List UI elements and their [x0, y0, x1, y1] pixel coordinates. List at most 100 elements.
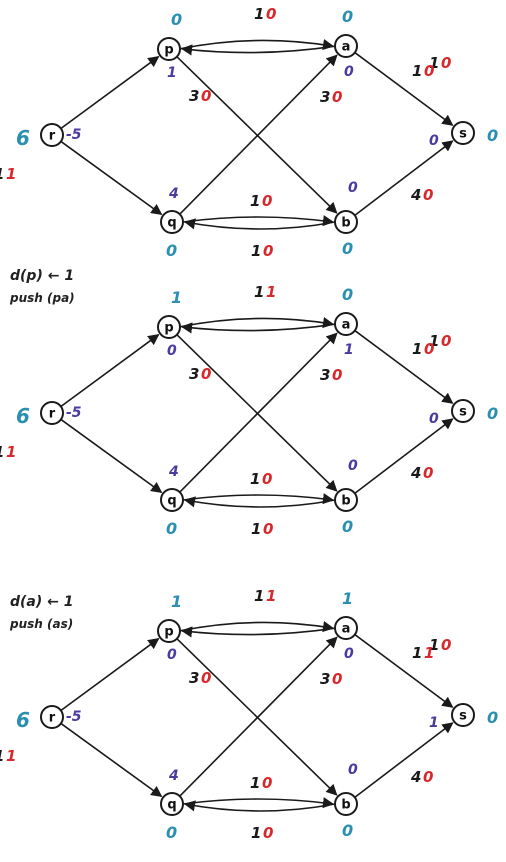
excess-b: 0 [348, 762, 358, 778]
excess-s: 0 [429, 133, 439, 149]
node-label-p: p [164, 43, 173, 58]
edge-capacity-qb: 1 [250, 774, 260, 792]
edge-pb [176, 334, 338, 492]
node-b [334, 210, 358, 234]
node-label-r: r [49, 711, 56, 726]
edge-flow-qa: 0 [332, 670, 342, 688]
edge-pa [179, 621, 335, 633]
node-label-a: a [342, 622, 351, 637]
edge-flow-bs: 0 [423, 464, 433, 482]
node-r [40, 401, 64, 425]
edge-capacity-qa: 3 [320, 670, 330, 688]
edge-as [354, 329, 454, 404]
edge-flow-bs: 0 [423, 186, 433, 204]
node-label-a: a [342, 40, 351, 55]
edge-capacity-bq: 1 [251, 824, 261, 842]
height-r: 6 [16, 126, 30, 150]
edge-rq [60, 722, 163, 798]
edge-qa [179, 636, 338, 797]
edge-flow-as: 1 [424, 644, 434, 662]
edge-flow-pa: 0 [266, 5, 276, 23]
edge-capacity-pb: 3 [189, 669, 199, 687]
node-q [160, 792, 184, 816]
edge-flow-qb: 0 [262, 774, 272, 792]
edge-capacity-as: 1 [412, 644, 422, 662]
edge-flow-rp: 1 [6, 165, 16, 183]
node-label-b: b [341, 216, 350, 231]
edge-bq [183, 496, 336, 508]
node-a [334, 616, 358, 640]
edge-flow-qa: 0 [332, 366, 342, 384]
edge-flow-qb: 0 [262, 470, 272, 488]
edge-flow-pb: 0 [201, 669, 211, 687]
edge-bs [354, 722, 454, 798]
node-label-a: a [342, 318, 351, 333]
node-s [451, 121, 475, 145]
edge-flow-bq: 0 [263, 242, 273, 260]
excess-s: 1 [429, 715, 439, 731]
edge-qb [182, 797, 335, 809]
edge-capacity-bs: 4 [410, 768, 421, 786]
excess-a: 1 [344, 342, 354, 358]
excess-s: 0 [429, 411, 439, 427]
edge-pb [176, 56, 338, 214]
edge-capacity-pa: 1 [254, 283, 264, 301]
excess-b: 0 [348, 180, 358, 196]
node-label-p: p [164, 625, 173, 640]
edge-capacity-bs: 4 [410, 464, 421, 482]
excess-b: 0 [348, 458, 358, 474]
edge-pa [179, 317, 335, 329]
edge-bq [183, 218, 336, 230]
node-label-r: r [49, 129, 56, 144]
edge-capacity-bq: 1 [251, 520, 261, 538]
node-s [451, 399, 475, 423]
edge-capacity-as: 1 [412, 62, 422, 80]
excess-p: 0 [167, 647, 177, 663]
node-a [334, 34, 358, 58]
height-p: 0 [171, 10, 182, 29]
edge-rp [60, 56, 160, 130]
edge-ap [180, 44, 336, 56]
edge-rp [60, 638, 160, 712]
edge-ap [180, 626, 336, 638]
node-label-q: q [167, 798, 176, 813]
edge-capacity-as: 1 [412, 340, 422, 358]
height-b: 0 [342, 239, 353, 258]
edge-flow-qa: 0 [332, 88, 342, 106]
edge-flow-ap: 0 [441, 332, 451, 350]
edge-capacity-ap: 1 [429, 636, 439, 654]
height-a: 0 [342, 7, 353, 26]
node-q [160, 210, 184, 234]
edge-rp [60, 334, 160, 408]
node-label-s: s [459, 709, 467, 724]
excess-a: 0 [344, 646, 354, 662]
node-a [334, 312, 358, 336]
edge-capacity-rp: 1 [0, 443, 4, 461]
node-label-b: b [341, 494, 350, 509]
height-b: 0 [342, 821, 353, 840]
edge-capacity-pb: 3 [189, 365, 199, 383]
height-p: 1 [171, 592, 182, 611]
node-p [157, 619, 181, 643]
excess-q: 4 [168, 186, 179, 202]
edge-bs [354, 140, 454, 216]
edge-flow-rp: 1 [6, 747, 16, 765]
edge-flow-pa: 1 [266, 587, 276, 605]
edge-capacity-bs: 4 [410, 186, 421, 204]
node-label-s: s [459, 127, 467, 142]
excess-a: 0 [344, 64, 354, 80]
edge-capacity-rp: 1 [0, 747, 4, 765]
edge-rq [60, 418, 163, 494]
height-p: 1 [171, 288, 182, 307]
excess-p: 1 [167, 65, 177, 81]
edge-qb [182, 493, 335, 505]
edge-flow-as: 0 [424, 62, 434, 80]
step-caption: push (as) [9, 617, 73, 631]
edge-capacity-rp: 1 [0, 165, 4, 183]
height-a: 0 [342, 285, 353, 304]
edge-flow-as: 0 [424, 340, 434, 358]
edge-flow-pb: 0 [201, 365, 211, 383]
edge-flow-bq: 0 [263, 520, 273, 538]
